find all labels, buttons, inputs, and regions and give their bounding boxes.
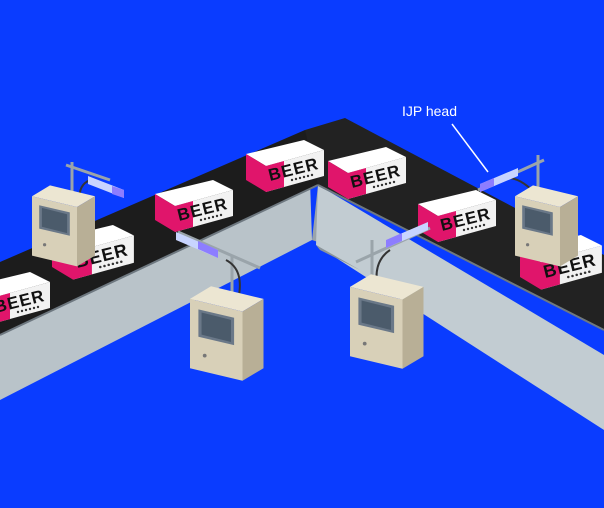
- inkjet-printer-left-back: [32, 162, 124, 267]
- inkjet-printer-left-front: [176, 230, 264, 381]
- belt-left-arm: [0, 130, 330, 335]
- print-head-right-back: [480, 168, 518, 192]
- belt-edge-right: [317, 184, 604, 331]
- callout-label: IJP head: [402, 103, 457, 119]
- inkjet-printer-right-back: [477, 155, 578, 267]
- print-head-right-front: [386, 222, 428, 248]
- inkjet-printer-right-front: [350, 222, 431, 369]
- callout-ijp-head: IJP head: [402, 103, 489, 173]
- print-head-left-back: [88, 176, 124, 198]
- leader-line-icon: [451, 123, 489, 173]
- left-arm-side-wall: [0, 180, 312, 400]
- belt-edge-left: [0, 184, 319, 336]
- print-head-left-front: [176, 232, 218, 258]
